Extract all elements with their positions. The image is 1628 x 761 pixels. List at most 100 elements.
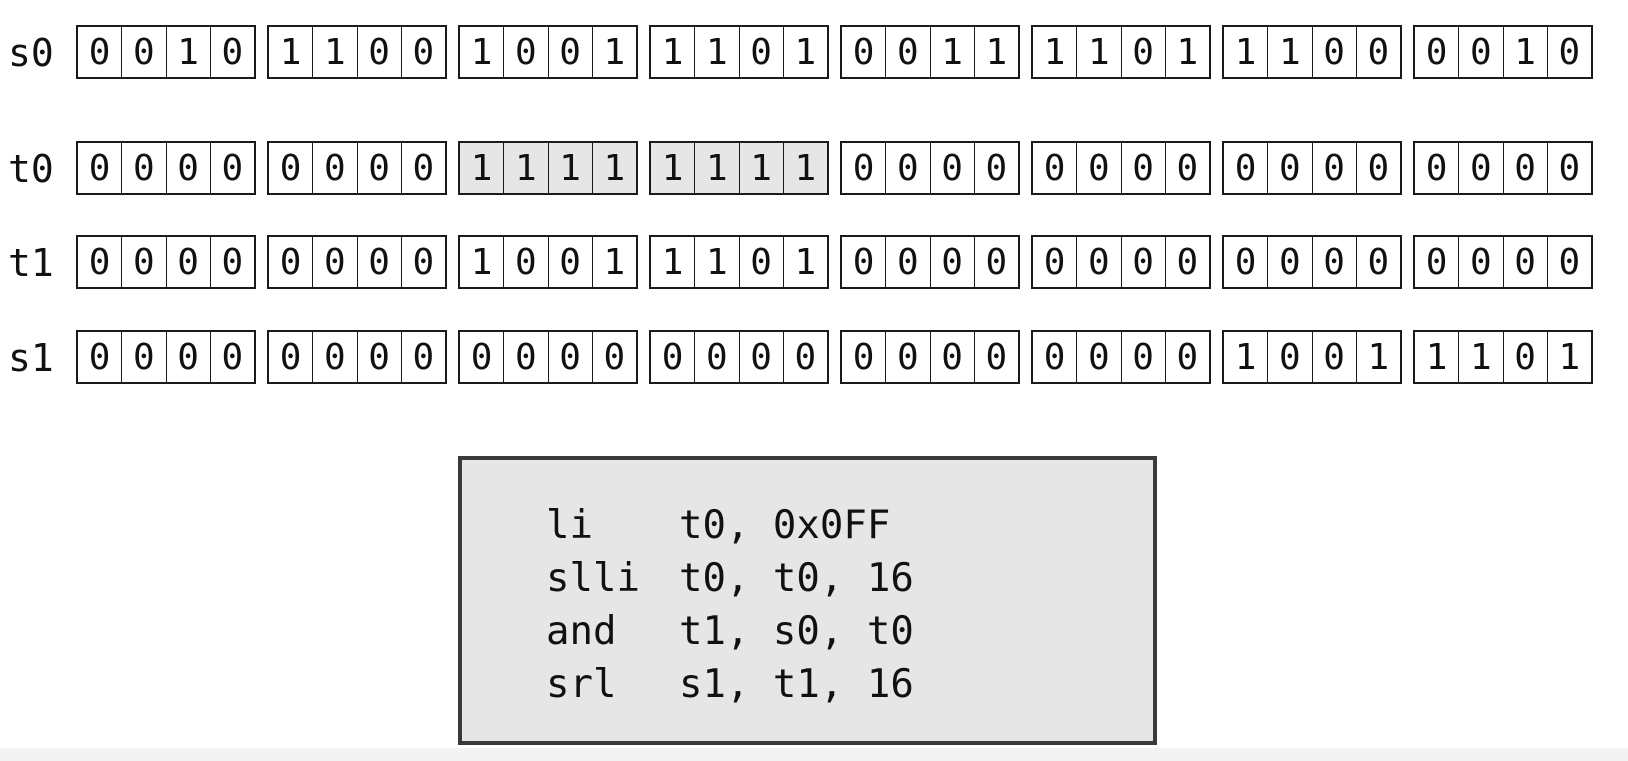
bit-cell: 1 xyxy=(1176,31,1199,73)
bit-cell: 0 xyxy=(549,27,593,77)
bit-cell: 1 xyxy=(1224,27,1269,77)
bit-cell: 1 xyxy=(1268,27,1313,77)
bit-cell: 1 xyxy=(1558,336,1581,378)
bit-cell: 1 xyxy=(167,27,211,77)
bit-cell: 0 xyxy=(1558,241,1581,283)
bit-cell: 1 xyxy=(1367,336,1390,378)
code-operands: t1, s0, t0 xyxy=(679,609,914,654)
bit-cell: 0 xyxy=(931,143,975,193)
register-label: s0 xyxy=(8,31,54,75)
bit-cell: 0 xyxy=(1367,147,1390,189)
bit-cell: 0 xyxy=(269,143,314,193)
bit-cell: 0 xyxy=(1033,332,1078,382)
bit-cell: 1 xyxy=(794,241,817,283)
bit-cell: 0 xyxy=(794,336,817,378)
bit-cell: 0 xyxy=(1367,31,1390,73)
bit-cell: 0 xyxy=(167,237,211,287)
code-line: slli t0, t0, 16 xyxy=(546,552,914,606)
bit-cell: 0 xyxy=(1176,336,1199,378)
bit-cell: 0 xyxy=(1558,147,1581,189)
bit-cell: 0 xyxy=(78,27,123,77)
bit-cell: 1 xyxy=(695,143,740,193)
bit-cell: 0 xyxy=(358,237,402,287)
bit-cell: 0 xyxy=(167,332,211,382)
bit-cell: 0 xyxy=(221,336,244,378)
bit-cell: 0 xyxy=(985,336,1008,378)
bit-cell: 0 xyxy=(1313,143,1357,193)
bit-cell: 0 xyxy=(122,143,167,193)
bit-cell: 1 xyxy=(460,27,505,77)
bit-cell: 0 xyxy=(1176,147,1199,189)
bit-cell: 0 xyxy=(1415,27,1460,77)
bit-cell: 0 xyxy=(221,31,244,73)
bit-cell: 1 xyxy=(651,143,696,193)
bit-cell: 0 xyxy=(358,332,402,382)
bit-cell: 1 xyxy=(1504,27,1548,77)
bit-cell: 0 xyxy=(313,332,358,382)
code-opcode: srl xyxy=(546,662,617,707)
bit-cell: 0 xyxy=(269,332,314,382)
bit-cell: 0 xyxy=(269,237,314,287)
bit-cell: 1 xyxy=(549,143,593,193)
bit-cell: 0 xyxy=(842,27,887,77)
bit-cell: 1 xyxy=(695,27,740,77)
bit-cell: 0 xyxy=(1459,143,1504,193)
bit-cell: 0 xyxy=(504,237,549,287)
bit-cell: 0 xyxy=(412,336,435,378)
bit-cell: 1 xyxy=(603,147,626,189)
bit-cell: 1 xyxy=(1459,332,1504,382)
bit-cell: 1 xyxy=(651,27,696,77)
bit-cell: 0 xyxy=(651,332,696,382)
bit-cell: 0 xyxy=(1224,143,1269,193)
bit-cell: 0 xyxy=(122,332,167,382)
bit-cell: 0 xyxy=(504,332,549,382)
bit-cell: 0 xyxy=(886,237,931,287)
bit-cell: 0 xyxy=(1077,332,1122,382)
bit-cell: 0 xyxy=(412,147,435,189)
bit-cell: 0 xyxy=(931,332,975,382)
bit-cell: 0 xyxy=(78,143,123,193)
bit-cell: 0 xyxy=(1558,31,1581,73)
register-label: t1 xyxy=(8,241,54,285)
bit-cell: 0 xyxy=(1176,241,1199,283)
bit-cell: 0 xyxy=(122,27,167,77)
bit-cell: 0 xyxy=(313,237,358,287)
bit-cell: 0 xyxy=(549,237,593,287)
bit-cell: 0 xyxy=(1033,237,1078,287)
bit-cell: 1 xyxy=(1415,332,1460,382)
bit-cell: 0 xyxy=(842,237,887,287)
bit-cell: 0 xyxy=(1459,237,1504,287)
bit-cell: 0 xyxy=(1367,241,1390,283)
bit-cell: 0 xyxy=(740,237,784,287)
bit-cell: 0 xyxy=(1077,143,1122,193)
bit-cell: 1 xyxy=(740,143,784,193)
bit-cell: 0 xyxy=(985,147,1008,189)
bit-cell: 0 xyxy=(358,143,402,193)
bit-cell: 0 xyxy=(221,147,244,189)
bit-cell: 0 xyxy=(313,143,358,193)
bit-cell: 0 xyxy=(78,332,123,382)
bit-cell: 0 xyxy=(1033,143,1078,193)
bit-cell: 1 xyxy=(794,31,817,73)
bit-cell: 0 xyxy=(549,332,593,382)
